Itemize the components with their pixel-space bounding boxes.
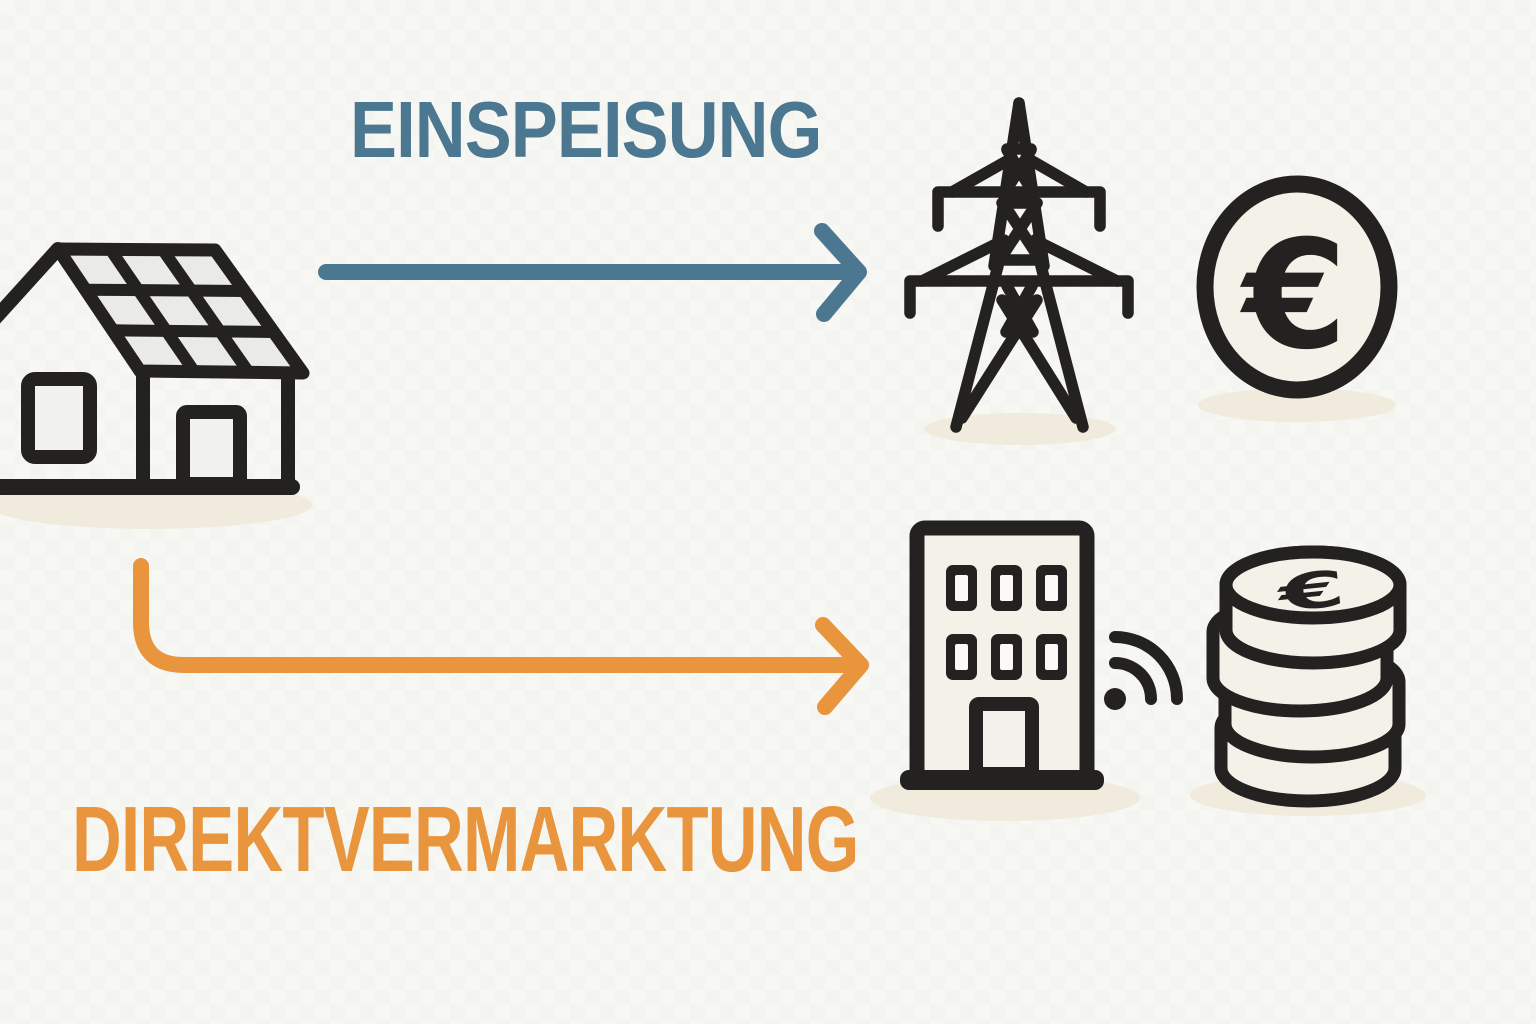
feed-in-arrow-head: [814, 223, 867, 322]
euro-coin-body: [1196, 175, 1398, 399]
tower-shadow: [924, 413, 1116, 445]
direct-marketing-arrow: [133, 558, 869, 715]
wifi-dot: [1104, 688, 1126, 710]
house-door: [176, 405, 247, 491]
building-door: [969, 697, 1039, 781]
coin-stack-icon: €: [1190, 545, 1426, 816]
feed-in-arrow: [318, 223, 867, 322]
office-building-icon: [870, 520, 1140, 821]
house-window: [21, 372, 97, 464]
house-solar-icon: [0, 242, 312, 529]
euro-symbol: €: [1240, 209, 1347, 383]
direct-marketing-arrow-shaft: [133, 558, 854, 673]
einspeisung-label: EINSPEISUNG: [350, 85, 822, 174]
wifi-arc-outer: [1109, 631, 1183, 705]
coin-stack-euro-symbol: €: [1274, 559, 1348, 623]
building-windows: [946, 565, 1067, 680]
coin-top-face: [1219, 545, 1407, 625]
solar-panel-lines: [79, 243, 280, 379]
wifi-arc-inner: [1109, 657, 1157, 705]
euro-coin-shadow: [1198, 388, 1396, 422]
direktvermarktung-label: DIREKTVERMARKTUNG: [72, 787, 859, 891]
building-base: [900, 770, 1104, 790]
transmission-tower-icon: [904, 97, 1134, 445]
direct-marketing-arrow-head: [815, 617, 869, 715]
euro-coin-icon: €: [1196, 175, 1398, 422]
wifi-icon: [1104, 631, 1183, 710]
